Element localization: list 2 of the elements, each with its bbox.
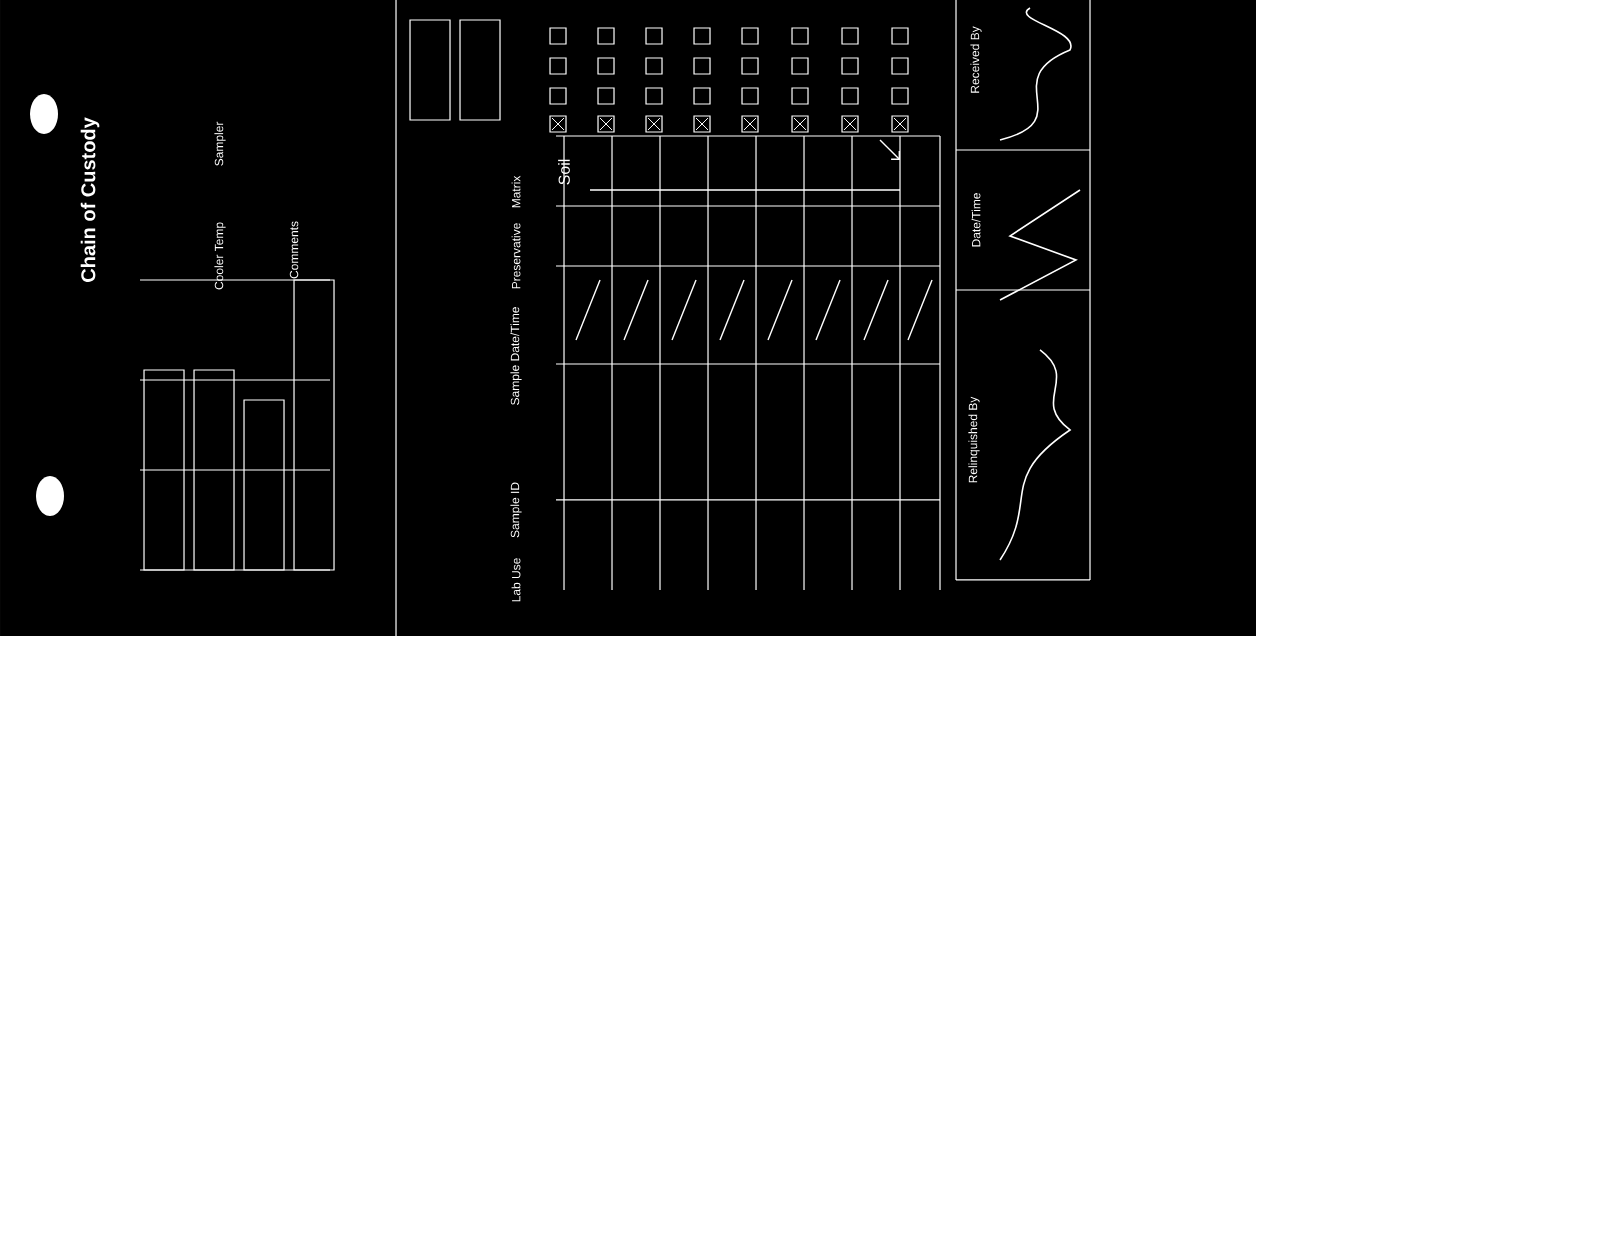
field-label: Soil: [558, 159, 570, 185]
form-title: Chain of Custody: [80, 117, 100, 282]
